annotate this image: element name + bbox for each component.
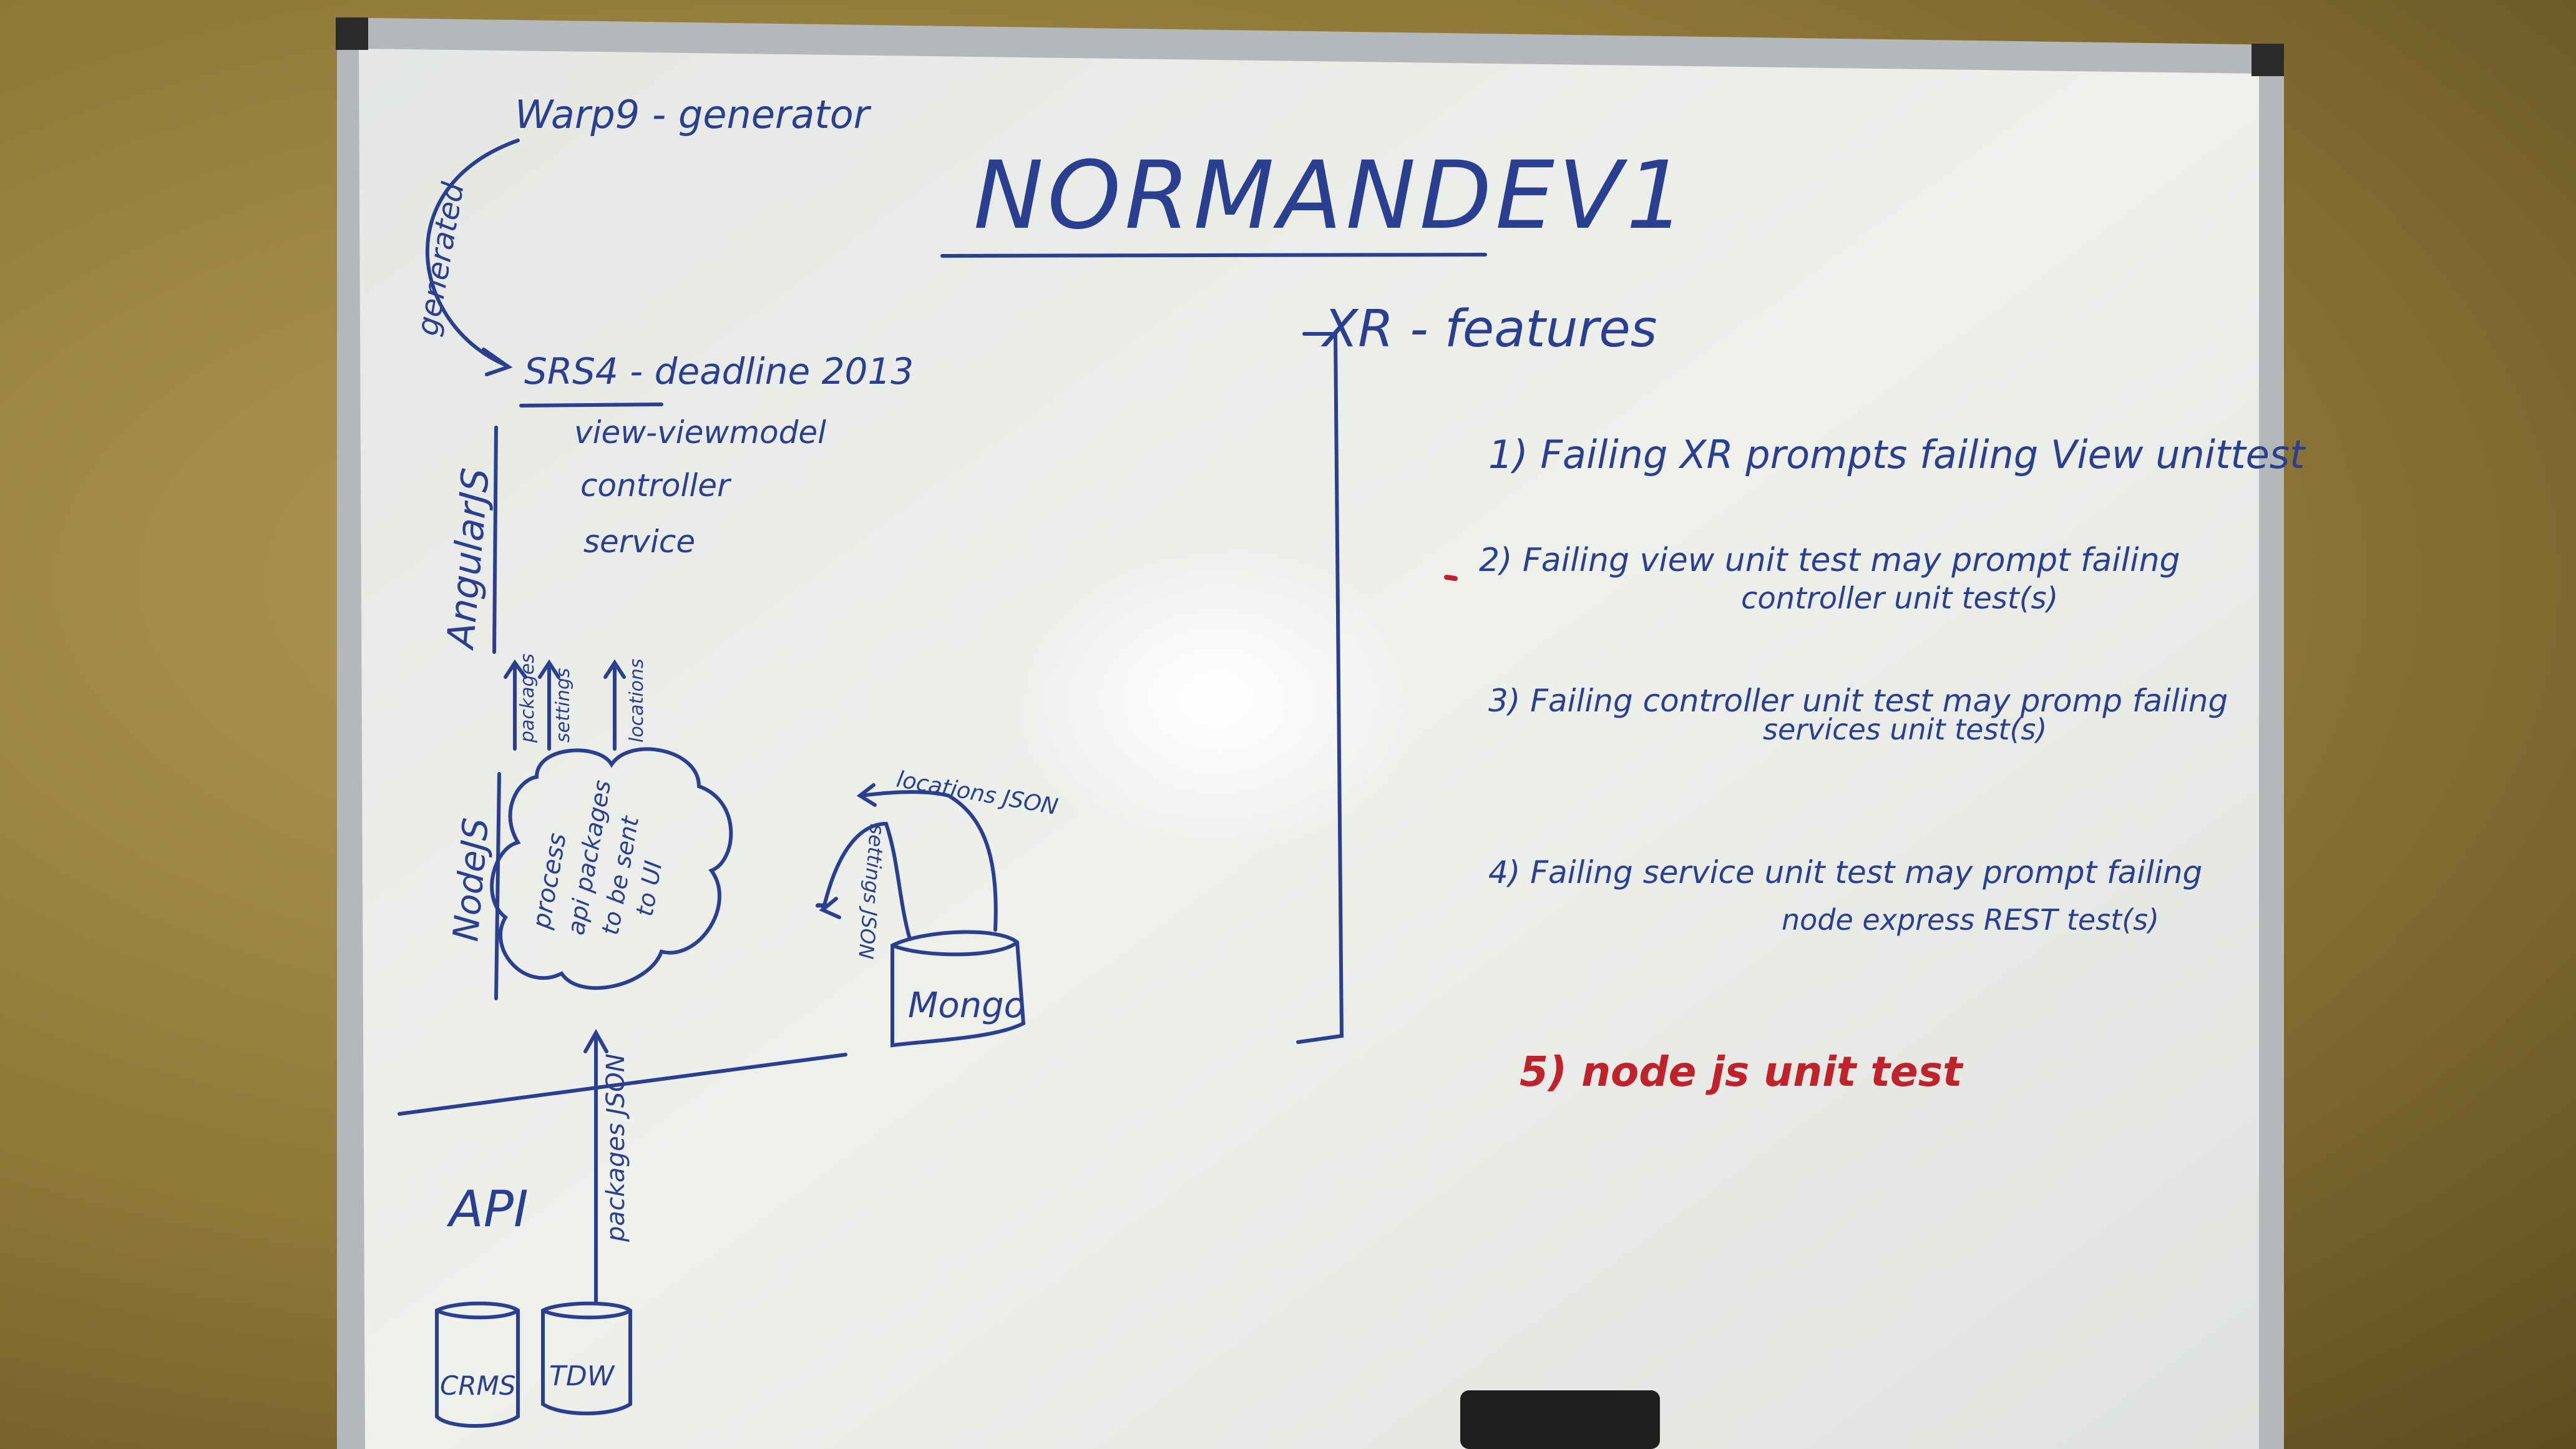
feature-4-line-1: 4) Failing service unit test may prompt … (1488, 854, 2202, 890)
layer-controller: controller (580, 467, 732, 504)
feature-5-red: 5) node js unit test (1520, 1048, 1964, 1096)
title-text: NORMANDEV1 (973, 142, 1689, 250)
title-underline (940, 253, 1487, 258)
mongo-arrow-locations (856, 783, 998, 932)
packages-json-text: packages JSON (602, 1053, 630, 1242)
mongo-text: Mongo (908, 985, 1025, 1026)
xr-bracket (1296, 332, 1344, 1044)
crms-cylinder (435, 1301, 520, 1428)
feature-4-line-2: node express REST test(s) (1782, 903, 2159, 937)
up-arrow-locations (603, 659, 626, 751)
generator-text: Warp9 - generator (515, 92, 872, 137)
angular-bracket (492, 426, 498, 654)
features-title: XR - features (1320, 300, 1657, 359)
feature-2-line-1: 2) Failing view unit test may prompt fai… (1479, 542, 2180, 579)
srs-underline (519, 402, 663, 407)
packages-arrow (583, 1028, 608, 1303)
divider-line (398, 1053, 847, 1116)
feature-3-line-1: 3) Failing controller unit test may prom… (1488, 683, 2228, 719)
up-arrow-packages (504, 659, 527, 751)
generated-arrow (425, 139, 520, 367)
glare (1011, 543, 1423, 855)
layer-service: service (583, 524, 695, 560)
mongo-arrow-settings (815, 821, 912, 941)
red-dash (1444, 575, 1458, 581)
corner-bracket-left (336, 17, 368, 50)
corner-bracket-right (2252, 44, 2284, 76)
tdw-cylinder (541, 1301, 632, 1415)
api-text: API (446, 1180, 529, 1238)
mongo-cylinder (890, 930, 1026, 1048)
feature-2-line-2: controller unit test(s) (1741, 581, 2058, 616)
tdw-text: TDW (549, 1360, 615, 1392)
arrow-label-settings: settings (552, 668, 574, 743)
generated-arrowhead (482, 348, 513, 376)
layer-view: view-viewmodel (574, 414, 826, 451)
nodejs-bracket (494, 772, 501, 1000)
crms-text: CRMS (440, 1370, 515, 1401)
arrow-label-locations: locations (626, 658, 648, 743)
feature-1-line-1: 1) Failing XR prompts failing View unitt… (1488, 432, 2306, 477)
srs-text: SRS4 - deadline 2013 (524, 350, 914, 393)
feature-3-line-2: services unit test(s) (1763, 713, 2047, 746)
node-cloud (490, 747, 733, 990)
arrow-label-packages: packages (517, 653, 539, 743)
eraser (1460, 1390, 1660, 1449)
up-arrow-settings (538, 659, 560, 751)
